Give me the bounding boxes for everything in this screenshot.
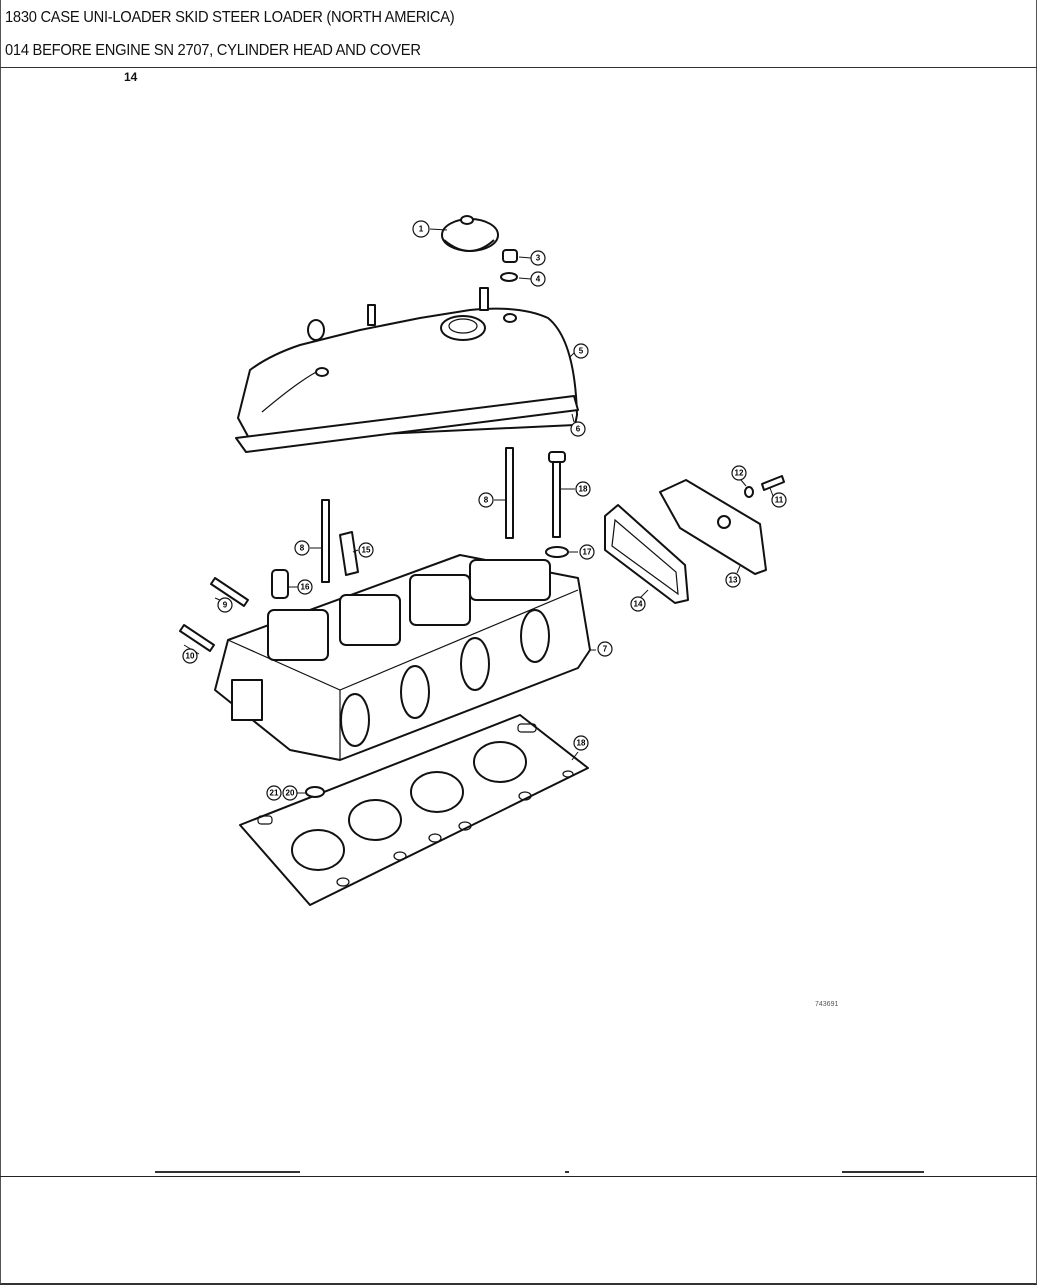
callout-21: 21 — [266, 785, 282, 801]
svg-text:4: 4 — [536, 275, 541, 284]
callout-5: 5 — [573, 343, 589, 359]
callout-18-gasket: 18 — [573, 735, 589, 751]
scan-artifact — [155, 1171, 300, 1173]
svg-text:8: 8 — [300, 544, 305, 553]
svg-text:7: 7 — [603, 645, 608, 654]
svg-text:15: 15 — [362, 546, 371, 555]
callout-13: 13 — [725, 572, 741, 588]
svg-text:18: 18 — [577, 739, 586, 748]
nut — [502, 249, 518, 263]
svg-text:6: 6 — [576, 425, 581, 434]
svg-text:1: 1 — [419, 225, 424, 234]
stud — [505, 447, 514, 539]
svg-text:21: 21 — [270, 789, 279, 798]
callout-8a: 8 — [294, 540, 310, 556]
washer — [545, 546, 569, 558]
header-divider — [0, 67, 1037, 68]
image-reference: 743691 — [815, 1001, 839, 1008]
callout-15: 15 — [358, 542, 374, 558]
scan-artifact — [842, 1171, 924, 1173]
callout-3: 3 — [530, 250, 546, 266]
section-title: 014 BEFORE ENGINE SN 2707, CYLINDER HEAD… — [5, 42, 421, 59]
callout-1: 1 — [412, 220, 430, 238]
callout-14: 14 — [630, 596, 646, 612]
oil-filler-cap — [441, 215, 499, 252]
svg-text:11: 11 — [775, 496, 784, 505]
svg-text:10: 10 — [186, 652, 195, 661]
svg-text:18: 18 — [579, 485, 588, 494]
callout-8b: 8 — [478, 492, 494, 508]
svg-text:14: 14 — [634, 600, 643, 609]
callout-9: 9 — [217, 597, 233, 613]
svg-text:8: 8 — [484, 496, 489, 505]
scan-artifact — [565, 1171, 569, 1173]
callout-12: 12 — [731, 465, 747, 481]
callout-18-bolt: 18 — [575, 481, 591, 497]
stud — [321, 499, 330, 583]
figure-number: 14 — [124, 70, 138, 84]
callout-11: 11 — [771, 492, 787, 508]
rocker-cover-gasket — [235, 395, 579, 453]
plug — [271, 569, 289, 599]
svg-text:17: 17 — [583, 548, 592, 557]
cylinder-head — [214, 554, 591, 761]
callout-10: 10 — [182, 648, 198, 664]
head-bolt — [548, 451, 566, 538]
svg-text:13: 13 — [729, 576, 738, 585]
stud — [179, 624, 215, 652]
svg-text:16: 16 — [301, 583, 310, 592]
svg-text:3: 3 — [536, 254, 541, 263]
bolt — [761, 475, 785, 491]
page-title: 1830 CASE UNI-LOADER SKID STEER LOADER (… — [5, 9, 455, 26]
callout-6: 6 — [570, 421, 586, 437]
cover-plate — [659, 479, 767, 575]
svg-text:20: 20 — [286, 789, 295, 798]
callout-20: 20 — [282, 785, 298, 801]
footer-divider — [0, 1176, 1037, 1177]
callout-17: 17 — [579, 544, 595, 560]
svg-text:12: 12 — [735, 469, 744, 478]
washer — [744, 486, 754, 498]
washer — [305, 786, 325, 798]
svg-text:9: 9 — [223, 601, 228, 610]
callout-4: 4 — [530, 271, 546, 287]
svg-text:5: 5 — [579, 347, 584, 356]
callout-7: 7 — [597, 641, 613, 657]
stud — [210, 577, 249, 607]
callout-16: 16 — [297, 579, 313, 595]
head-gasket — [239, 714, 589, 906]
washer — [500, 272, 518, 282]
dowel — [339, 531, 359, 576]
